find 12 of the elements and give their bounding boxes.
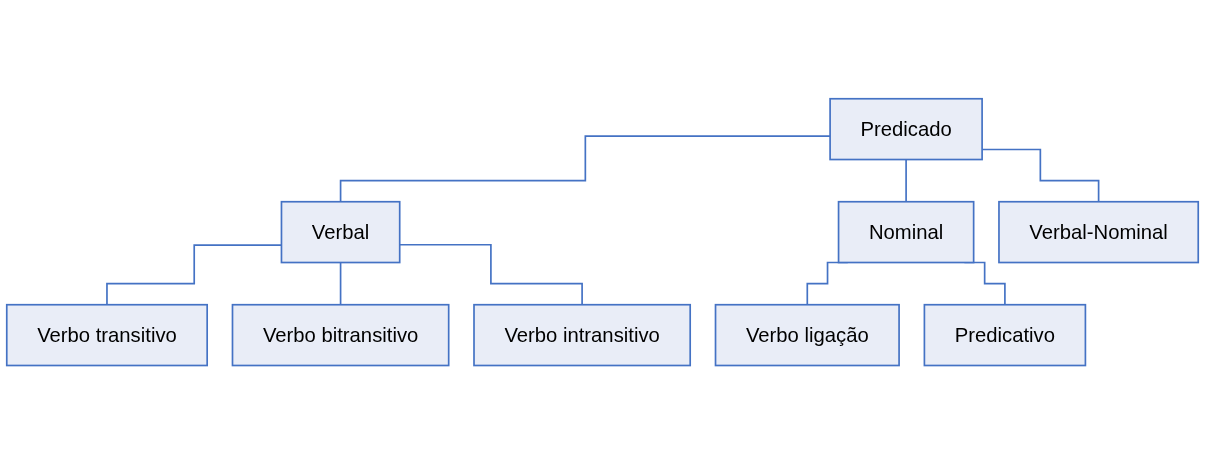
connector	[339, 262, 342, 306]
node-box: Predicativo	[923, 304, 1087, 367]
node-box: Predicado	[829, 98, 983, 161]
node-box: Verbo bitransitivo	[231, 304, 450, 367]
connector	[905, 159, 907, 203]
node-box: Verbo transitivo	[5, 304, 208, 367]
node-box: Verbo ligação	[714, 304, 900, 367]
node-box: Verbal-Nominal	[998, 201, 1200, 264]
node-box: Verbal	[280, 201, 401, 264]
node-box: Verbo intransitivo	[473, 304, 692, 367]
node-box: Nominal	[837, 201, 975, 264]
connector	[339, 135, 831, 203]
